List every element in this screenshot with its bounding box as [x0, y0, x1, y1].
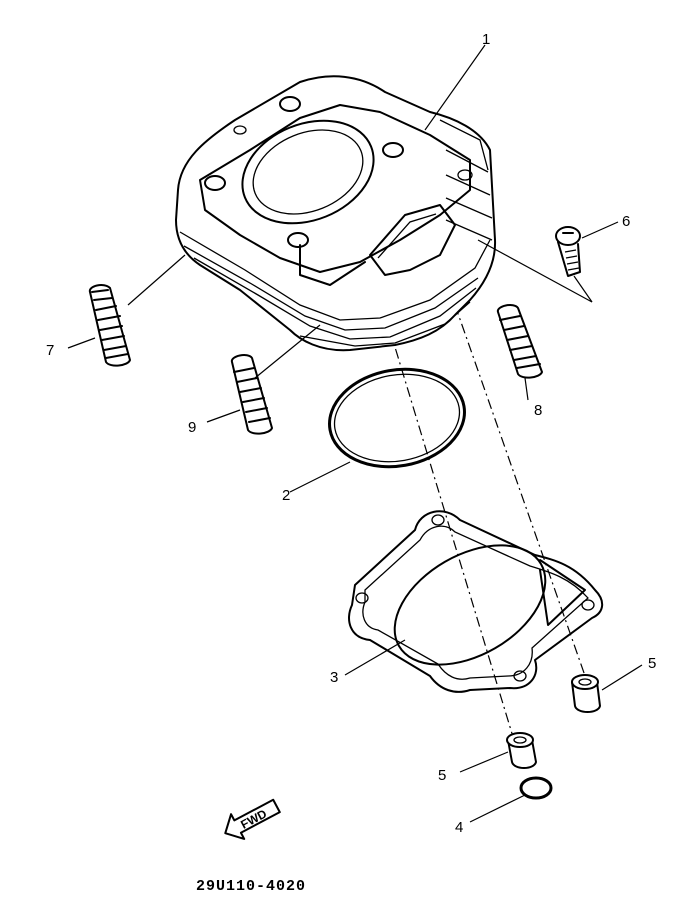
- fwd-label: FWD: [238, 806, 269, 831]
- leader-lines: [67, 44, 643, 823]
- callout-4: 4: [455, 819, 463, 836]
- bolt-part-6: [555, 226, 581, 277]
- o-ring-part-2: [328, 367, 466, 469]
- callout-6: 6: [622, 213, 630, 230]
- callout-7: 7: [46, 342, 54, 359]
- callout-3: 3: [330, 669, 338, 686]
- dowel-pin-part-5-lower: [506, 732, 537, 769]
- callout-8: 8: [534, 402, 542, 419]
- callout-9: 9: [188, 419, 196, 436]
- gasket-part-3: [348, 510, 604, 693]
- figure-code: 29U110-4020: [196, 878, 306, 895]
- ring-part-4: [519, 776, 553, 800]
- callout-2: 2: [282, 487, 290, 504]
- callout-5-lower: 5: [438, 767, 446, 784]
- spring-part-9: [230, 354, 273, 435]
- spring-part-7: [88, 284, 131, 367]
- spring-part-8: [496, 304, 543, 379]
- dowel-pin-part-5-right: [571, 674, 601, 713]
- fwd-arrow-icon: FWD: [224, 798, 281, 840]
- callout-5-right: 5: [648, 655, 656, 672]
- callout-1: 1: [482, 31, 490, 48]
- cylinder-part-1: [175, 75, 497, 352]
